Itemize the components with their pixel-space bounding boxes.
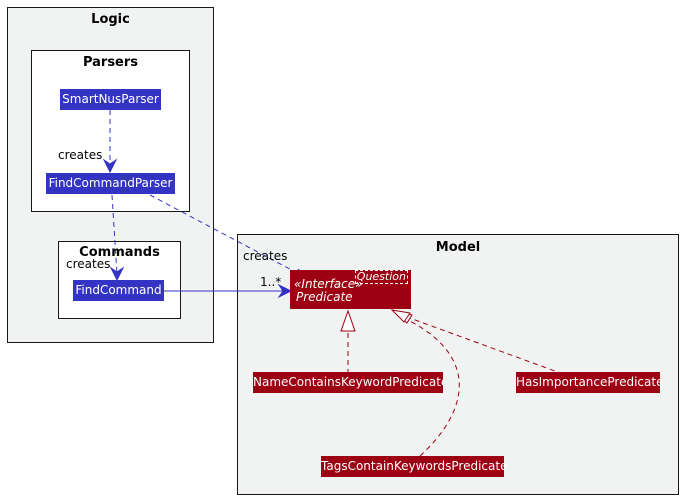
interface-type-parameter: Question [354,270,408,284]
class-tags-contain-keywords-predicate: TagsContainKeywordsPredicate [321,456,507,477]
commands-package-title: Commands [79,245,160,260]
label-multiplicity: 1..* [260,275,282,289]
logic-package-title: Logic [91,12,130,27]
interface-predicate: «Interface» Predicate Question [290,270,411,309]
label-creates-command: creates [66,257,111,271]
class-find-command-parser: FindCommandParser [46,173,175,194]
class-find-command: FindCommand [73,280,164,301]
interface-stereotype: «Interface» [294,277,363,291]
class-smart-nus-parser: SmartNusParser [60,89,161,110]
label-creates-parser: creates [58,148,103,162]
class-has-importance-predicate: HasImportancePredicate [516,372,663,393]
interface-name: Predicate [296,290,353,304]
parsers-package-title: Parsers [82,55,139,70]
class-name-contains-keyword-predicate: NameContainsKeywordPredicate [253,372,448,393]
model-package-title: Model [435,240,481,255]
label-creates-predicate: creates [243,249,288,263]
